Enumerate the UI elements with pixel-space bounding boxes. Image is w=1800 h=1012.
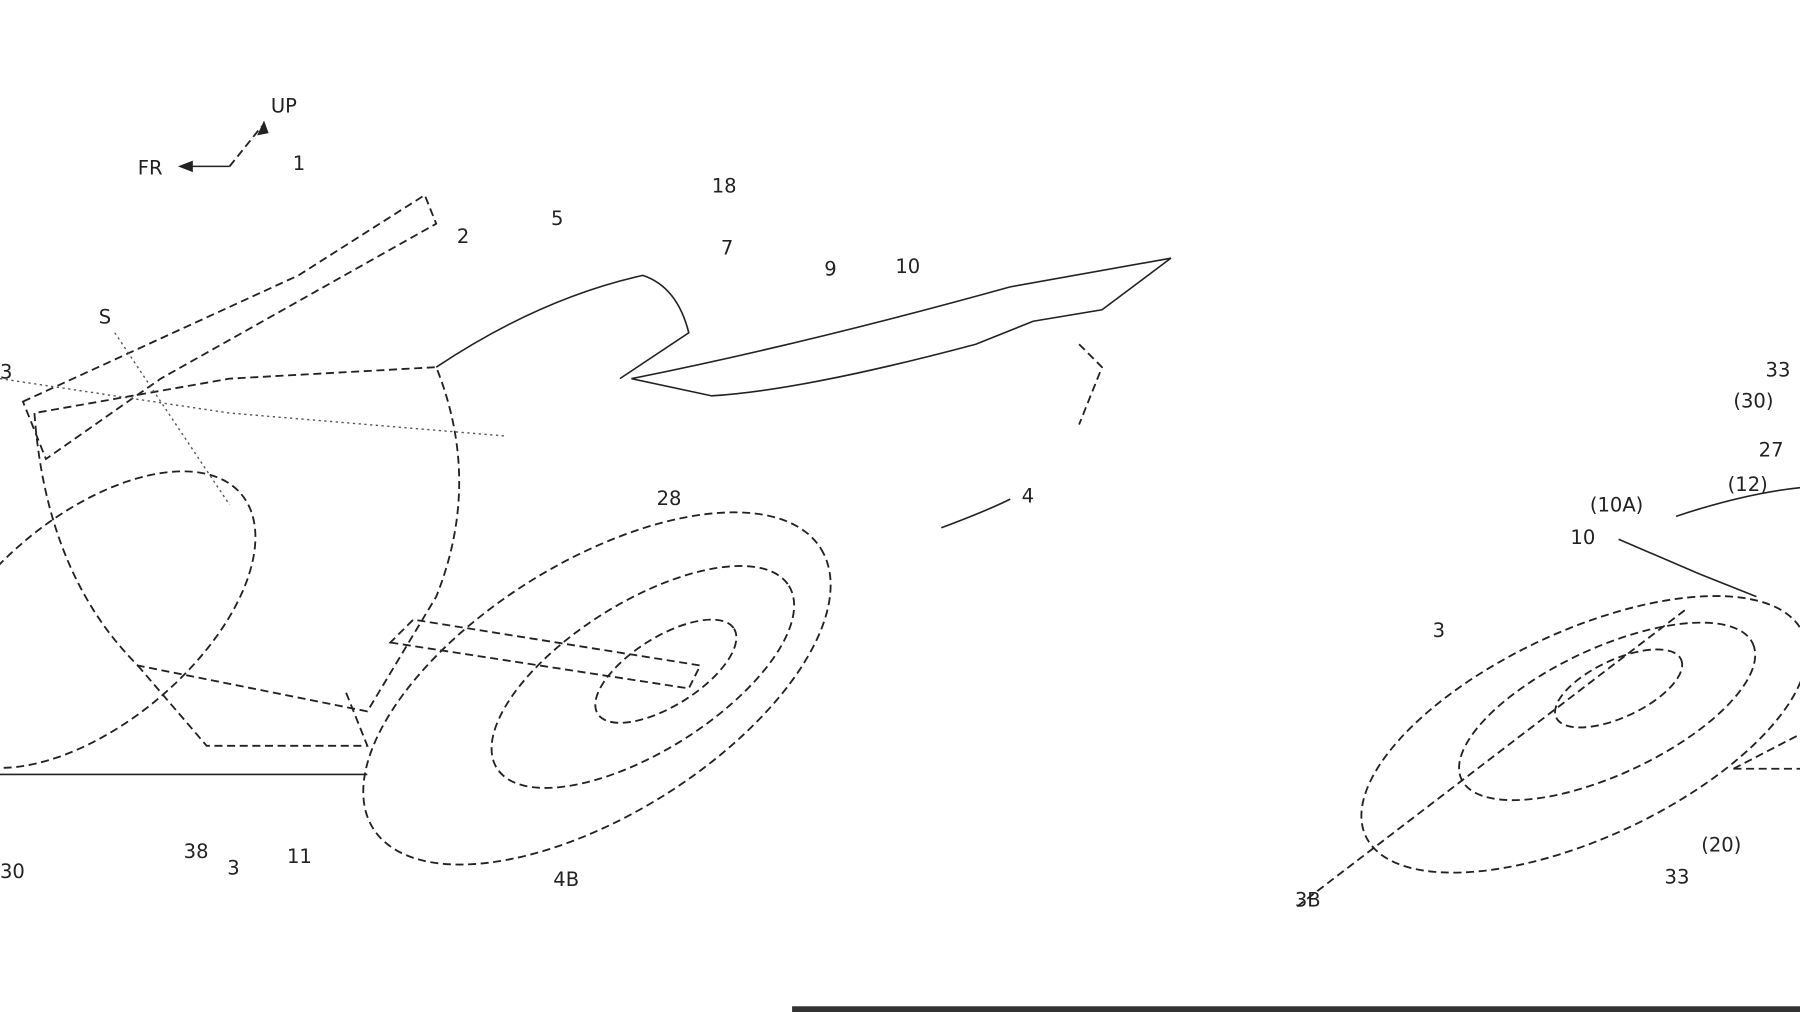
hidden-line-2 [114, 332, 231, 506]
leader-4 [941, 498, 1011, 529]
label-11: 11 [287, 845, 312, 868]
rear-hub [594, 618, 738, 724]
fender [1675, 486, 1800, 518]
hidden-line [0, 377, 506, 437]
engine-lower [137, 664, 369, 747]
seat-tail [631, 257, 1172, 397]
label-4: 4 [1022, 485, 1034, 508]
label-20p: (20) [1701, 833, 1741, 856]
hub [1554, 648, 1684, 729]
wheel-rim [1458, 621, 1757, 802]
rear-wheel [362, 511, 832, 866]
windscreen [21, 193, 438, 461]
label-S: S [99, 306, 111, 329]
up-arrow [228, 125, 263, 167]
label-12p: (12) [1728, 473, 1768, 496]
front-wheel [0, 470, 257, 769]
label-9: 9 [824, 257, 836, 280]
label-front: FR [138, 156, 163, 179]
label-10: 10 [1570, 526, 1595, 549]
direction-indicator: UP FR [138, 94, 297, 179]
motorcycle-right-view [1296, 486, 1800, 908]
up-arrowhead-icon [257, 120, 269, 136]
label-3B: 3B [1295, 888, 1321, 911]
label-3: 3 [227, 856, 239, 879]
bottom-border-bar [792, 1006, 1800, 1012]
label-up: UP [271, 94, 297, 117]
fuel-tank [435, 274, 690, 380]
label-7: 7 [721, 237, 733, 260]
rear-wheel-rim [490, 565, 796, 789]
wheel [1360, 595, 1800, 874]
label-28: 28 [657, 487, 682, 510]
label-27: 27 [1759, 439, 1784, 462]
motorcycle-left-view [0, 193, 1172, 866]
label-33: 33 [1766, 358, 1791, 381]
label-4B: 4B [553, 868, 579, 891]
label-10: 10 [895, 255, 920, 278]
label-5: 5 [551, 207, 563, 230]
label-2: 2 [457, 225, 469, 248]
tail-hanger [1078, 343, 1104, 425]
label-1: 1 [293, 152, 305, 175]
label-3: 3 [1433, 619, 1445, 642]
frame-part [1732, 733, 1800, 770]
label-30p: (30) [1733, 389, 1773, 412]
left-view-labels: 1 2 5 18 7 9 10 S 28 4 38 3 11 4B 30 3 [0, 152, 1034, 891]
right-view-labels: 33 (30) 27 (12) (10A) 10 3 (20) 33 3B [1295, 358, 1790, 911]
label-38: 38 [184, 840, 209, 863]
label-10Ap: (10A) [1590, 494, 1643, 517]
leader-10 [1618, 538, 1757, 598]
front-fairing [33, 366, 461, 713]
label-30: 30 [0, 860, 25, 883]
front-arrowhead-icon [177, 160, 193, 173]
label-18: 18 [712, 175, 737, 198]
label-3-left: 3 [0, 361, 12, 384]
axis-line [1296, 607, 1689, 908]
label-33b: 33 [1665, 865, 1690, 888]
swingarm [388, 618, 702, 690]
